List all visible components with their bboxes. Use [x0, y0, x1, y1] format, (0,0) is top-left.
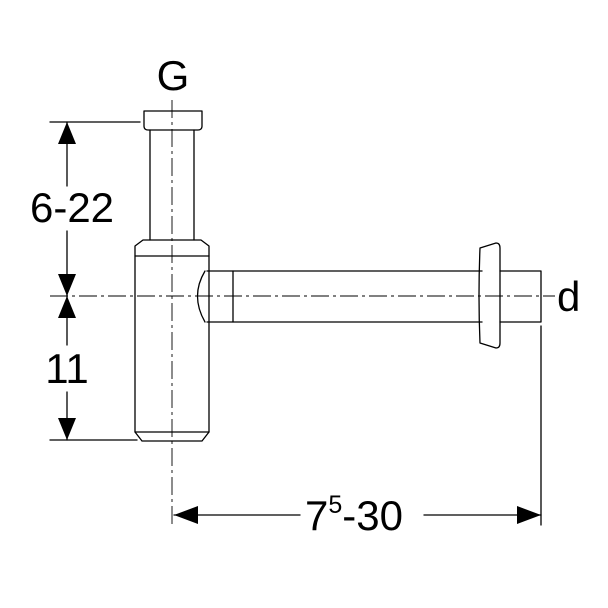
- dimension-arrows: [58, 122, 541, 524]
- height-lower-label: 11: [45, 345, 89, 392]
- arrow-down-mid: [58, 274, 76, 296]
- width-label: 75-30: [305, 491, 403, 539]
- arrow-down-bottom: [58, 418, 76, 440]
- arrow-left-width: [174, 506, 198, 524]
- width-label-base: 7: [305, 492, 328, 539]
- inlet-label: G: [157, 52, 190, 99]
- wall-rosette: [478, 242, 501, 349]
- outlet-pipe: [196, 270, 483, 323]
- arrow-up-mid: [58, 296, 76, 318]
- inlet-cap: [143, 110, 203, 131]
- arrow-right-width: [517, 506, 541, 524]
- pipe-end: [499, 270, 542, 323]
- width-label-rest: -30: [342, 492, 403, 539]
- outlet-label: d: [557, 273, 580, 320]
- height-upper-label: 6-22: [30, 184, 114, 231]
- center-lines: [50, 100, 555, 525]
- inlet-tube: [149, 129, 195, 241]
- arrow-up-top: [58, 122, 76, 144]
- width-label-superscript: 5: [328, 491, 342, 519]
- dimension-lines: [49, 121, 542, 526]
